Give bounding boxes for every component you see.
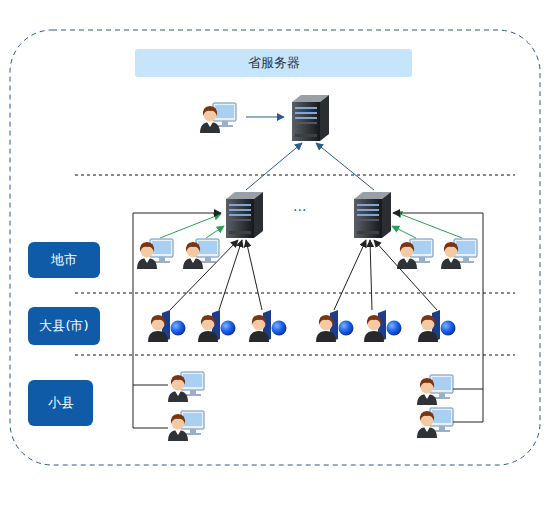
node-text: 小县	[48, 395, 74, 411]
city-server	[226, 192, 263, 238]
arrow	[219, 240, 242, 310]
wire	[453, 389, 483, 390]
small-county-user	[168, 411, 204, 441]
arrow	[370, 240, 372, 310]
county-user	[364, 310, 402, 342]
arrow	[246, 117, 284, 118]
arrow	[246, 143, 302, 190]
arrow	[334, 240, 366, 310]
county-user	[198, 310, 236, 342]
tier-label-box: 地市	[28, 242, 100, 278]
arrow	[392, 226, 416, 238]
small-county-user	[168, 372, 204, 402]
city-user	[441, 239, 477, 269]
city-user	[397, 239, 433, 269]
county-user	[148, 310, 186, 342]
small-county-user	[417, 408, 453, 438]
county-user	[249, 310, 287, 342]
wire	[393, 213, 483, 422]
tier-divider	[75, 175, 515, 176]
county-user	[418, 310, 456, 342]
wire	[133, 385, 168, 386]
node-text: 省服务器	[248, 55, 300, 71]
wire	[133, 213, 221, 428]
arrow	[374, 240, 437, 310]
arrow	[206, 226, 224, 238]
ellipsis-label: ···	[293, 202, 306, 218]
small-county-user	[417, 375, 453, 405]
admin-user	[200, 103, 236, 133]
tier-divider	[75, 293, 515, 294]
arrow	[170, 240, 238, 310]
node-text: 地市	[51, 252, 77, 268]
arrow	[316, 143, 374, 190]
province-server	[292, 95, 329, 141]
county-user	[316, 310, 354, 342]
server-title-box: 省服务器	[135, 49, 412, 77]
arrow	[395, 212, 462, 238]
node-text: 大县(市)	[39, 318, 88, 334]
city-user	[137, 239, 173, 269]
arrow	[246, 240, 262, 310]
tier-divider	[75, 355, 515, 356]
city-server	[354, 192, 391, 238]
tier-label-box: 小县	[28, 380, 93, 426]
outer-boundary	[10, 30, 540, 465]
tier-label-box: 大县(市)	[28, 307, 100, 345]
